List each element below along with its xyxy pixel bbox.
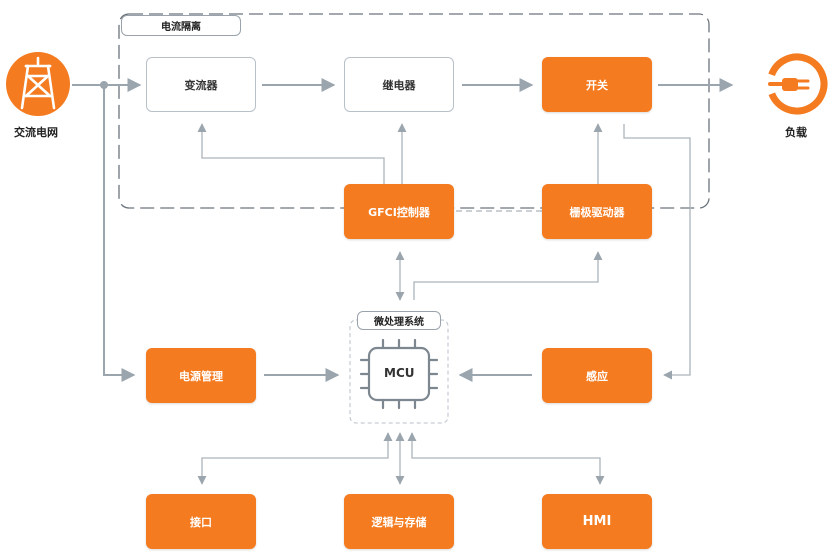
hmi-block: HMI bbox=[542, 494, 652, 549]
interface-block: 接口 bbox=[146, 494, 256, 549]
power-tower-icon bbox=[6, 52, 70, 116]
relay-block: 继电器 bbox=[344, 57, 454, 112]
isolation-label: 电流隔离 bbox=[121, 15, 241, 36]
logic-storage-block: 逻辑与存储 bbox=[344, 494, 454, 549]
switch-block: 开关 bbox=[542, 57, 652, 112]
sensing-block: 感应 bbox=[542, 348, 652, 403]
power-management-block: 电源管理 bbox=[146, 348, 256, 403]
load-label: 负载 bbox=[785, 126, 807, 139]
mcu-to-interface-line bbox=[197, 432, 393, 485]
grid-label: 交流电网 bbox=[14, 126, 58, 139]
converter-block: 变流器 bbox=[146, 57, 256, 112]
mcu-group-label: 微处理系统 bbox=[357, 311, 441, 330]
mcu-to-gate-line bbox=[413, 251, 603, 300]
grid-to-power-line bbox=[103, 85, 136, 382]
gfci-to-converter-line bbox=[197, 123, 385, 184]
mcu-to-hmi-line bbox=[407, 432, 605, 485]
gate-driver-block: 栅极驱动器 bbox=[542, 184, 652, 239]
power-plug-icon bbox=[766, 53, 828, 115]
gfci-block: GFCI控制器 bbox=[344, 184, 454, 239]
mcu-chip-label: MCU bbox=[384, 366, 415, 380]
switch-to-sensing-line bbox=[623, 124, 691, 380]
mcu-chip-icon bbox=[359, 338, 439, 410]
junction-dot bbox=[100, 81, 108, 89]
